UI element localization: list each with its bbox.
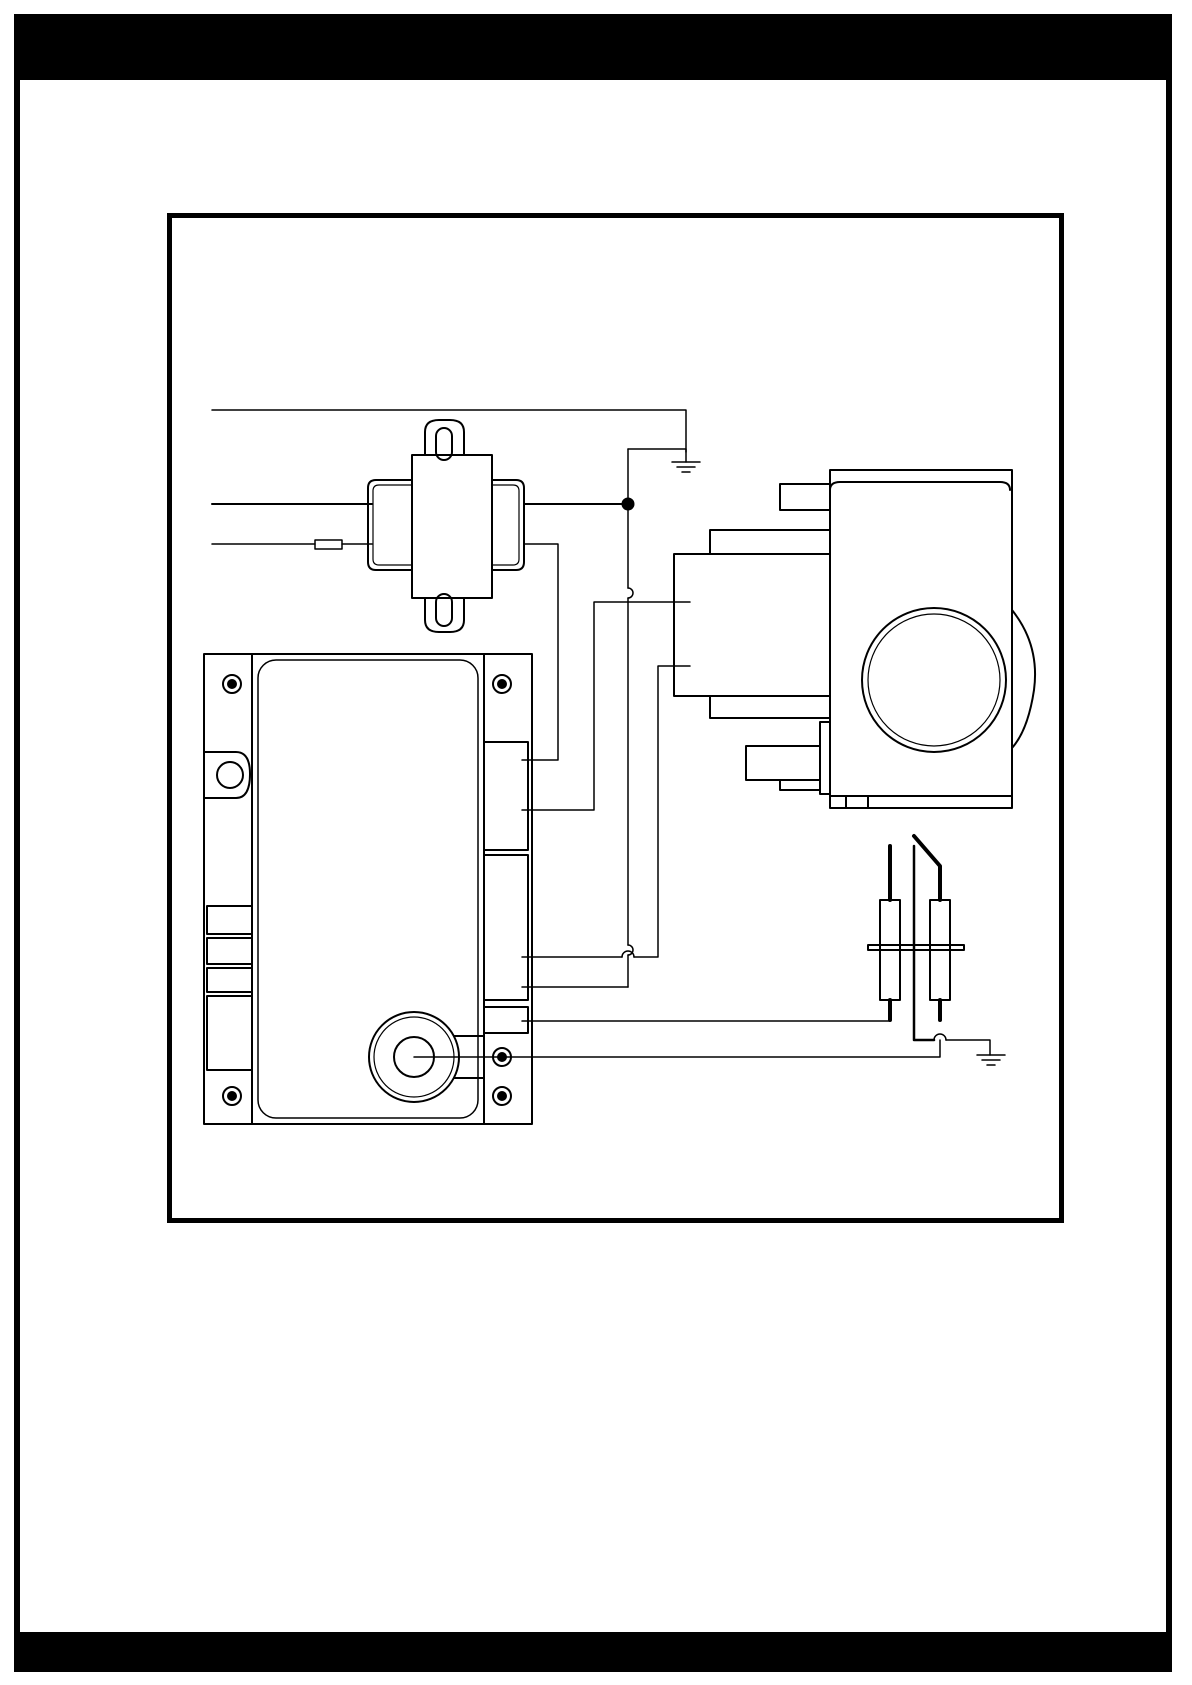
- spark-igniter-icon: [868, 836, 990, 1055]
- fuse-icon: [315, 540, 342, 549]
- gas-valve-icon: [674, 470, 1035, 808]
- transformer-icon: [368, 420, 524, 632]
- control-module-icon: [204, 654, 532, 1124]
- ground-icon: [977, 1055, 1005, 1065]
- ground-icon: [672, 462, 700, 472]
- module-wires: [414, 602, 940, 1057]
